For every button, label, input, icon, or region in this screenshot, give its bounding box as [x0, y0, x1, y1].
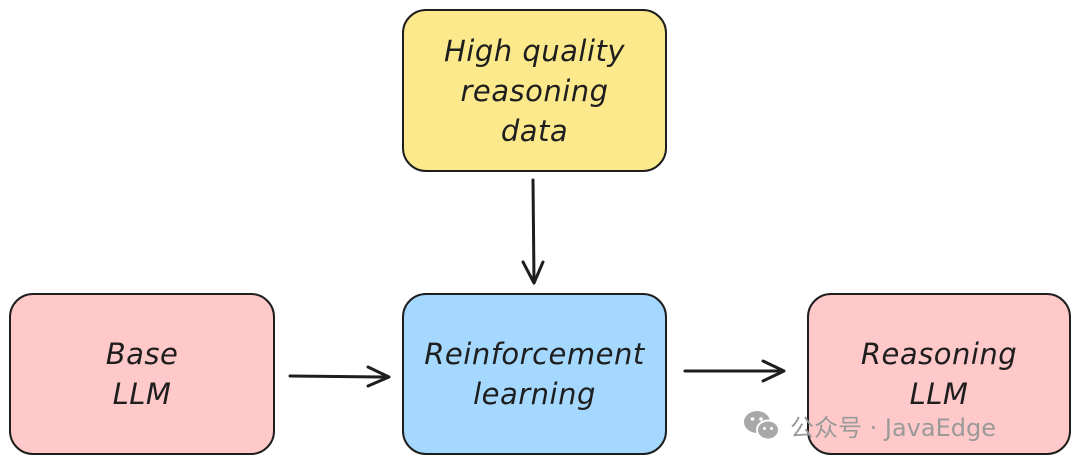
node-label-line: learning — [473, 377, 596, 411]
node-base-llm: Base LLM — [9, 293, 275, 455]
arrow-rl-to-reasoning — [683, 359, 786, 383]
watermark-text: 公众号 · JavaEdge — [790, 414, 996, 442]
arrow-data-to-rl — [521, 178, 545, 285]
node-label-line: Base — [105, 337, 179, 371]
node-label-line: LLM — [909, 377, 969, 411]
watermark: 公众号 · JavaEdge — [742, 408, 996, 443]
node-high-quality-reasoning-data: High quality reasoning data — [402, 9, 667, 172]
node-label-line: LLM — [112, 377, 172, 411]
node-reasoning-llm: Reasoning LLM — [807, 293, 1071, 455]
node-label-line: Reinforcement — [424, 337, 645, 371]
wechat-icon — [742, 409, 782, 443]
node-label-line: High quality — [443, 33, 626, 68]
node-reinforcement-learning: Reinforcement learning — [402, 293, 667, 455]
node-label-line: reasoning — [460, 73, 609, 108]
node-label-line: Reasoning — [860, 337, 1018, 371]
node-label-line: data — [500, 113, 569, 148]
arrow-base-to-rl — [288, 365, 391, 388]
